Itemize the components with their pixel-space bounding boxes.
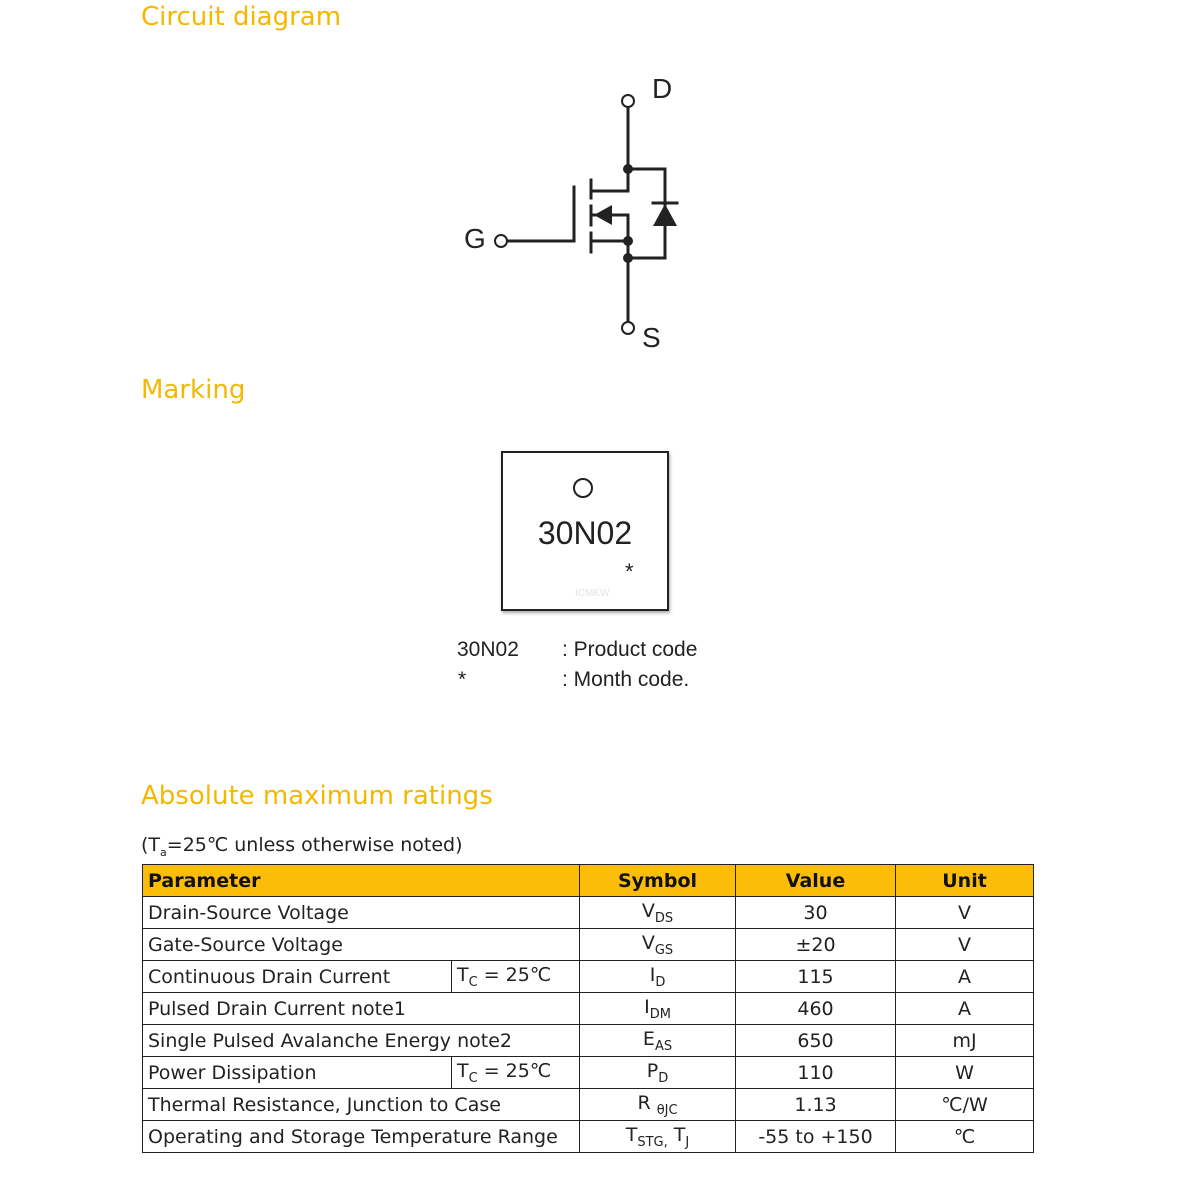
unit-cell: A: [895, 992, 1035, 1025]
symbol-cell: PD: [579, 1056, 737, 1089]
header-symbol: Symbol: [579, 864, 737, 897]
drain-terminal: [621, 94, 635, 108]
unit-cell: mJ: [895, 1024, 1035, 1057]
unit-cell: ℃: [895, 1120, 1035, 1153]
legend-key-month: *: [458, 668, 467, 691]
symbol-cell: VGS: [579, 928, 737, 961]
pin1-dot-icon: [573, 478, 593, 498]
absolute-maximum-ratings-table: Parameter Symbol Value Unit Drain-Source…: [141, 864, 1035, 1153]
note-suffix: =25℃ unless otherwise noted): [166, 834, 463, 856]
param-cell: Pulsed Drain Current note1: [141, 992, 581, 1025]
legend-key-product: 30N02: [457, 638, 519, 661]
table-row: Drain-Source Voltage VDS 30 V: [141, 896, 1035, 929]
table-row: Operating and Storage Temperature Range …: [141, 1120, 1035, 1153]
unit-cell: V: [895, 928, 1035, 961]
value-cell: 115: [735, 960, 897, 993]
condition-cell: TC = 25℃: [450, 1056, 581, 1089]
param-cell: Continuous Drain Current: [142, 960, 452, 993]
header-parameter: Parameter: [141, 864, 581, 897]
note-subscript: a: [160, 845, 167, 859]
param-cell: Thermal Resistance, Junction to Case: [141, 1088, 581, 1121]
table-row: Continuous Drain Current TC = 25℃ ID 115…: [142, 960, 1035, 993]
param-cell: Single Pulsed Avalanche Energy note2: [141, 1024, 581, 1057]
ratings-title: Absolute maximum ratings: [141, 781, 493, 811]
value-cell: ±20: [735, 928, 897, 961]
watermark: ICMKW: [575, 588, 610, 599]
value-cell: 650: [735, 1024, 897, 1057]
table-header-row: Parameter Symbol Value Unit: [141, 864, 1035, 897]
junction-dot-source: [623, 236, 633, 246]
table-row: Thermal Resistance, Junction to Case R θ…: [141, 1088, 1035, 1121]
param-cell: Drain-Source Voltage: [141, 896, 581, 929]
unit-cell: ℃/W: [895, 1088, 1035, 1121]
symbol-cell: ID: [579, 960, 737, 993]
package-marking: 30N02 * ICMKW: [501, 451, 669, 611]
marking-product-code: 30N02: [537, 515, 633, 551]
marking-month-code: *: [625, 559, 634, 584]
unit-cell: A: [895, 960, 1035, 993]
header-unit: Unit: [895, 864, 1035, 897]
value-cell: 30: [735, 896, 897, 929]
symbol-cell: IDM: [579, 992, 737, 1025]
diode-triangle: [653, 204, 677, 226]
param-cell: Gate-Source Voltage: [141, 928, 581, 961]
circuit-diagram-title: Circuit diagram: [141, 2, 342, 32]
header-value: Value: [735, 864, 897, 897]
condition-cell: TC = 25℃: [450, 960, 581, 993]
table-row: Single Pulsed Avalanche Energy note2 EAS…: [141, 1024, 1035, 1057]
junction-dot-drain: [623, 164, 633, 174]
source-terminal: [621, 321, 635, 335]
mosfet-circuit-diagram: D S G: [464, 73, 679, 353]
table-row: Power Dissipation TC = 25℃ PD 110 W: [142, 1056, 1035, 1089]
note-prefix: (T: [141, 834, 161, 856]
table-row: Gate-Source Voltage VGS ±20 V: [141, 928, 1035, 961]
table-row: Pulsed Drain Current note1 IDM 460 A: [141, 992, 1035, 1025]
param-cell: Operating and Storage Temperature Range: [141, 1120, 581, 1153]
value-cell: 110: [735, 1056, 897, 1089]
symbol-cell: EAS: [579, 1024, 737, 1057]
gate-label: G: [464, 223, 486, 254]
drain-label: D: [652, 73, 672, 104]
marking-title: Marking: [141, 375, 246, 405]
legend-desc-product: : Product code: [562, 638, 698, 661]
symbol-cell: VDS: [579, 896, 737, 929]
value-cell: -55 to +150: [735, 1120, 897, 1153]
param-cell: Power Dissipation: [142, 1056, 452, 1089]
ratings-condition-note: (Ta=25℃ unless otherwise noted): [141, 834, 463, 859]
junction-dot-diode: [623, 253, 633, 263]
source-label: S: [642, 322, 661, 353]
unit-cell: W: [895, 1056, 1035, 1089]
value-cell: 1.13: [735, 1088, 897, 1121]
symbol-cell: TSTG, TJ: [579, 1120, 737, 1153]
symbol-cell: R θJC: [579, 1088, 737, 1121]
unit-cell: V: [895, 896, 1035, 929]
channel-arrow: [594, 205, 612, 225]
legend-desc-month: : Month code.: [562, 668, 690, 691]
value-cell: 460: [735, 992, 897, 1025]
gate-terminal: [494, 234, 508, 248]
